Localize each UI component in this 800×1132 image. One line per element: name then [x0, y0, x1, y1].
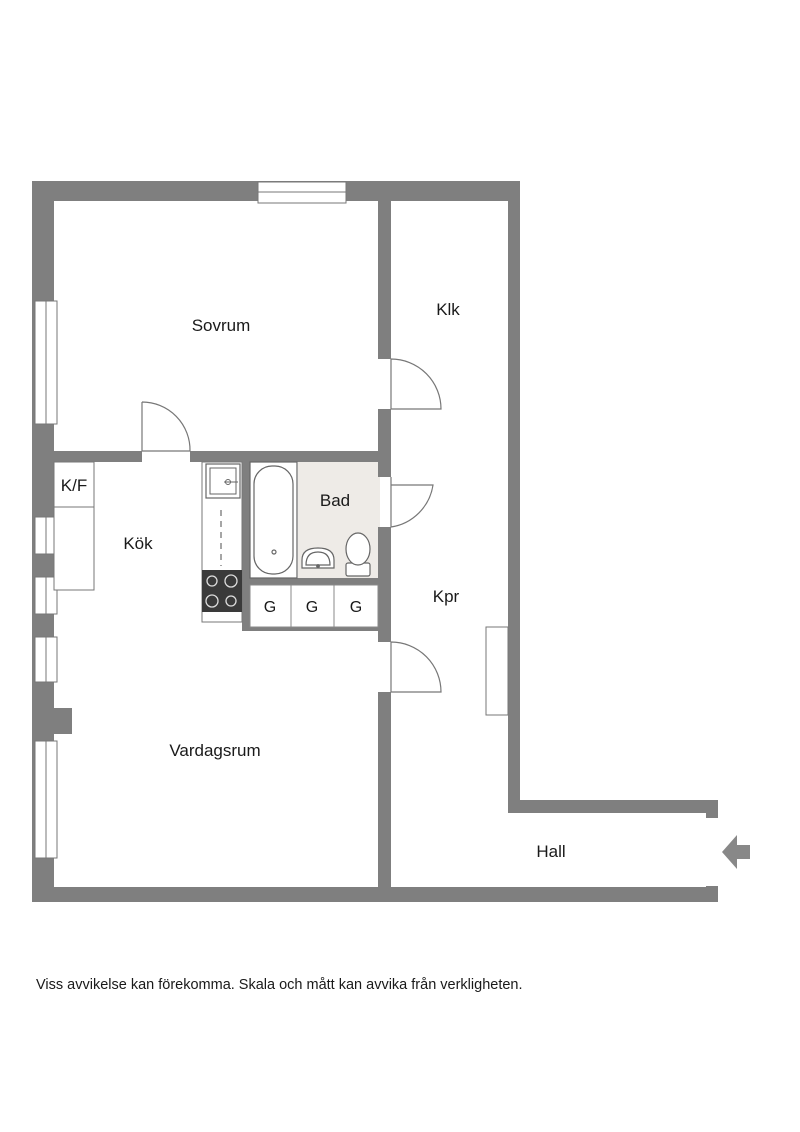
wall-hall-top	[508, 800, 718, 813]
washbasin-icon	[301, 547, 335, 569]
wall-closet-bottom	[242, 627, 380, 631]
closet-1	[249, 584, 292, 628]
label-closet-1: G	[264, 599, 276, 616]
storage-closets	[249, 584, 379, 628]
bathroom-fixtures	[249, 461, 371, 579]
label-kf: K/F	[61, 476, 87, 495]
door-sovrum	[390, 358, 442, 410]
label-hall: Hall	[536, 842, 565, 861]
kitchen-fixtures	[53, 461, 243, 623]
entrance-arrow-icon	[722, 835, 750, 869]
windows	[34, 181, 347, 859]
label-bad: Bad	[320, 491, 350, 510]
wall-sovrum-kok-left	[54, 451, 142, 462]
hallway-wardrobe	[485, 626, 509, 716]
label-klk: Klk	[436, 300, 460, 319]
disclaimer-text: Viss avvikelse kan förekomma. Skala och …	[36, 977, 523, 993]
wall-inner-v-2	[378, 409, 391, 477]
sink-icon	[205, 463, 241, 499]
door-kok	[141, 401, 191, 452]
kitchen-side-counter	[53, 506, 95, 591]
wall-bottom	[32, 887, 718, 902]
label-sovrum: Sovrum	[192, 316, 251, 335]
label-kok: Kök	[123, 534, 153, 553]
wall-inner-v-1	[378, 201, 391, 359]
closet-3	[333, 584, 379, 628]
wall-sovrum-kok-right	[190, 451, 380, 462]
door-vardagsrum	[390, 641, 442, 693]
wall-hall-right-upper	[706, 800, 718, 818]
label-closet-2: G	[306, 599, 318, 616]
label-closet-3: G	[350, 599, 362, 616]
wall-bath-left	[242, 462, 250, 630]
label-vardagsrum: Vardagsrum	[169, 741, 260, 760]
wall-right-upper	[508, 181, 520, 813]
fridge-freezer	[53, 461, 95, 508]
doors	[141, 358, 442, 693]
wall-inner-v-4	[378, 692, 391, 887]
wall-bath-bottom	[242, 578, 380, 585]
label-kpr: Kpr	[433, 587, 460, 606]
door-bad	[390, 477, 434, 528]
wall-inner-v-3	[378, 527, 391, 642]
wall-chimney	[54, 708, 72, 734]
